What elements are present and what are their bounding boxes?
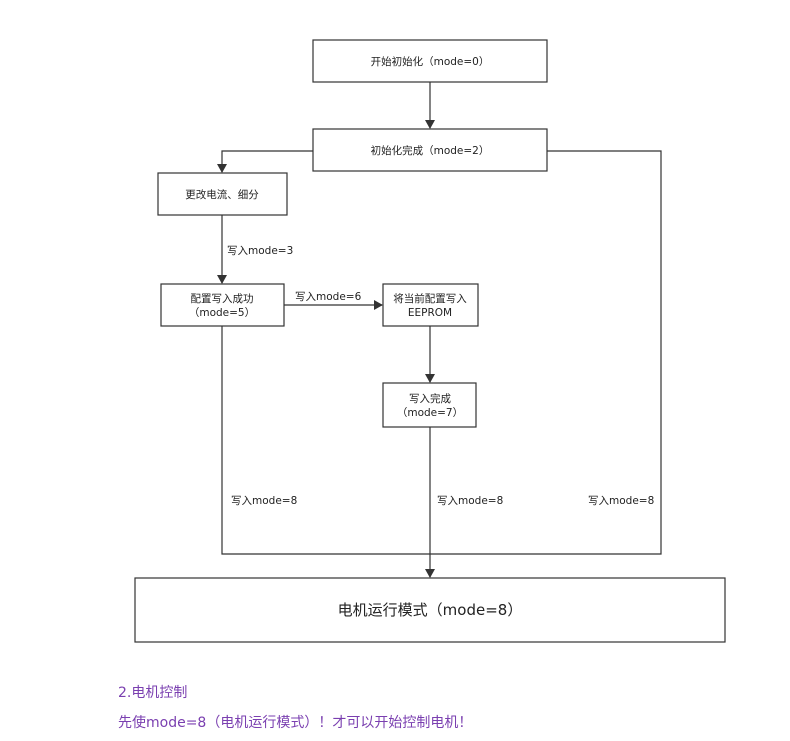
node-write-eeprom-label-line1: 将当前配置写入 [393, 292, 467, 305]
edge-label-write-mode-8-right: 写入mode=8 [588, 495, 654, 507]
edge-label-write-mode-6: 写入mode=6 [295, 291, 362, 303]
node-init-done-label: 初始化完成（mode=2） [371, 144, 490, 157]
node-write-done-label-line2: （mode=7） [397, 407, 463, 419]
note-heading: 2.电机控制 [118, 685, 188, 701]
node-init-start-label: 开始初始化（mode=0） [371, 55, 490, 68]
edge-label-write-mode-8-center: 写入mode=8 [437, 495, 503, 507]
node-write-eeprom-label-line2: EEPROM [408, 307, 452, 319]
edge-config-write-ok-to-motor-run [221, 326, 430, 555]
edge-init-done-to-motor-run [430, 150, 662, 555]
node-write-done-label-line1: 写入完成 [409, 392, 451, 405]
node-change-current-label: 更改电流、细分 [185, 188, 259, 201]
note-body: 先使mode=8（电机运行模式）！才可以开始控制电机！ [118, 715, 473, 731]
node-motor-run-label: 电机运行模式（mode=8） [338, 601, 523, 619]
node-config-write-ok-label-line1: 配置写入成功 [191, 293, 254, 305]
edge-init-done-to-change-current [217, 150, 313, 173]
node-write-eeprom: 将当前配置写入 EEPROM [382, 283, 479, 327]
mode-flowchart: 开始初始化（mode=0） 初始化完成（mode=2） 更改电流、细分 配置写入… [134, 39, 726, 643]
node-change-current: 更改电流、细分 [157, 172, 288, 216]
node-config-write-ok-label-line2: （mode=5） [189, 307, 255, 319]
node-init-start: 开始初始化（mode=0） [312, 39, 548, 83]
node-config-write-ok: 配置写入成功 （mode=5） [160, 283, 285, 327]
edge-label-write-mode-3: 写入mode=3 [227, 245, 293, 257]
edge-label-write-mode-8-left: 写入mode=8 [231, 495, 297, 507]
node-write-done: 写入完成 （mode=7） [382, 382, 477, 428]
node-motor-run: 电机运行模式（mode=8） [134, 577, 726, 643]
node-init-done: 初始化完成（mode=2） [312, 128, 548, 172]
